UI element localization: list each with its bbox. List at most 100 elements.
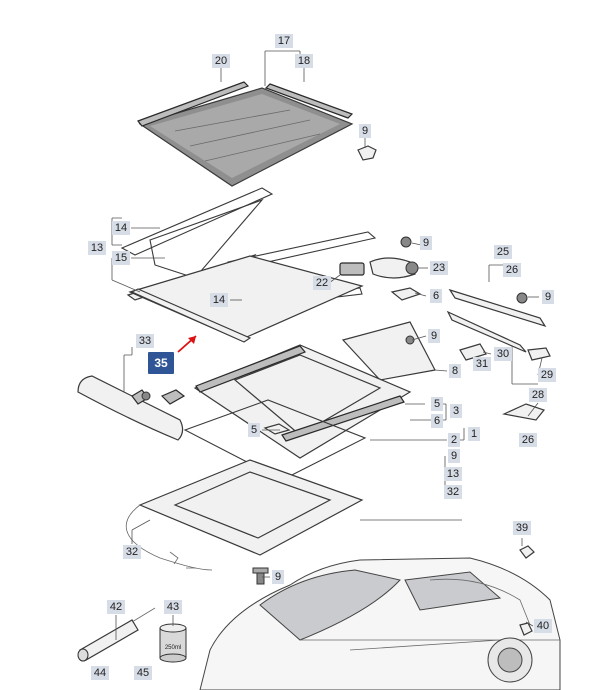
callout-1[interactable]: 1 [468, 427, 480, 441]
callout-box [212, 54, 230, 68]
callout-box [272, 570, 284, 584]
callout-box [112, 251, 130, 265]
callout-31[interactable]: 31 [473, 357, 491, 371]
callout-28[interactable]: 28 [529, 388, 547, 402]
callout-box [448, 433, 460, 447]
callout-box [112, 221, 130, 235]
callout-26[interactable]: 26 [519, 433, 537, 447]
callout-3[interactable]: 3 [450, 404, 462, 418]
callout-13[interactable]: 13 [88, 241, 106, 255]
callout-number: 14 [115, 222, 127, 234]
callout-number: 3 [453, 405, 459, 417]
callout-number: 26 [506, 264, 518, 276]
callout-9[interactable]: 9 [359, 124, 371, 138]
callout-32[interactable]: 32 [123, 545, 141, 559]
callout-2[interactable]: 2 [448, 433, 460, 447]
callout-22[interactable]: 22 [313, 276, 331, 290]
callout-20[interactable]: 20 [212, 54, 230, 68]
callout-box [107, 600, 125, 614]
callout-number: 43 [167, 601, 179, 613]
callout-44[interactable]: 44 [91, 666, 109, 680]
callout-box [88, 241, 106, 255]
callout-box [534, 619, 552, 633]
callout-number: 2 [451, 434, 457, 446]
callout-43[interactable]: 43 [164, 600, 182, 614]
callout-number: 8 [452, 365, 458, 377]
callout-32[interactable]: 32 [444, 485, 462, 499]
callout-15[interactable]: 15 [112, 251, 130, 265]
callout-box [519, 433, 537, 447]
callout-box [91, 666, 109, 680]
callout-30[interactable]: 30 [494, 347, 512, 361]
glass-panel-assembly [137, 81, 377, 187]
callout-number: 32 [447, 486, 459, 498]
callout-box [468, 427, 480, 441]
callout-25[interactable]: 25 [494, 245, 512, 259]
callout-number: 42 [110, 601, 122, 613]
callout-number: 15 [115, 252, 127, 264]
callout-35-highlighted[interactable]: 35 [148, 352, 174, 374]
callout-42[interactable]: 42 [107, 600, 125, 614]
callout-5[interactable]: 5 [431, 397, 443, 411]
callout-9[interactable]: 9 [542, 290, 554, 304]
callout-35-text: 35 [154, 356, 168, 370]
callout-number: 39 [516, 522, 528, 534]
callout-14[interactable]: 14 [112, 221, 130, 235]
callout-box [494, 347, 512, 361]
car-silhouette [199, 545, 561, 690]
callout-box [123, 545, 141, 559]
callout-box [431, 414, 443, 428]
callout-number: 32 [126, 546, 138, 558]
callout-9[interactable]: 9 [272, 570, 284, 584]
callout-box [444, 467, 462, 481]
callout-26[interactable]: 26 [503, 263, 521, 277]
callout-box [430, 289, 442, 303]
callout-number: 9 [275, 571, 281, 583]
callout-number: 22 [316, 277, 328, 289]
callout-33[interactable]: 33 [136, 334, 154, 348]
callout-9[interactable]: 9 [448, 449, 460, 463]
callout-box [430, 261, 448, 275]
callout-14[interactable]: 14 [210, 293, 228, 307]
callout-box [449, 364, 461, 378]
adhesive-can: 250ml [159, 623, 187, 663]
callout-box [136, 334, 154, 348]
callout-23[interactable]: 23 [430, 261, 448, 275]
roof-outer-frame [128, 255, 364, 343]
callout-40[interactable]: 40 [534, 619, 552, 633]
highlight-arrow [177, 335, 197, 353]
callout-39[interactable]: 39 [513, 521, 531, 535]
callout-box [431, 397, 443, 411]
callout-number: 20 [215, 55, 227, 67]
callout-17[interactable]: 17 [275, 34, 293, 48]
callout-box [210, 293, 228, 307]
sunroof-lower-frame [125, 459, 364, 571]
callout-18[interactable]: 18 [295, 54, 313, 68]
sealant-cartridge [77, 607, 156, 662]
callout-9[interactable]: 9 [420, 236, 432, 250]
callout-box [295, 54, 313, 68]
callout-29[interactable]: 29 [538, 368, 556, 382]
callout-number: 1 [471, 428, 477, 440]
sunroof-frame [183, 344, 412, 481]
callout-9[interactable]: 9 [428, 329, 440, 343]
callout-box [538, 368, 556, 382]
callout-6[interactable]: 6 [430, 289, 442, 303]
callout-box [448, 449, 460, 463]
callout-45[interactable]: 45 [134, 666, 152, 680]
callout-box [275, 34, 293, 48]
callout-number: 5 [434, 398, 440, 410]
callout-box [473, 357, 491, 371]
callout-5[interactable]: 5 [248, 423, 260, 437]
callout-box [134, 666, 152, 680]
callout-number: 30 [497, 348, 509, 360]
callout-13[interactable]: 13 [444, 467, 462, 481]
callout-8[interactable]: 8 [449, 364, 461, 378]
callout-box [503, 263, 521, 277]
callout-number: 44 [94, 667, 106, 679]
drive-motor [339, 236, 422, 301]
bolt [252, 567, 269, 585]
callout-6[interactable]: 6 [431, 414, 443, 428]
can-label: 250ml [165, 645, 181, 651]
